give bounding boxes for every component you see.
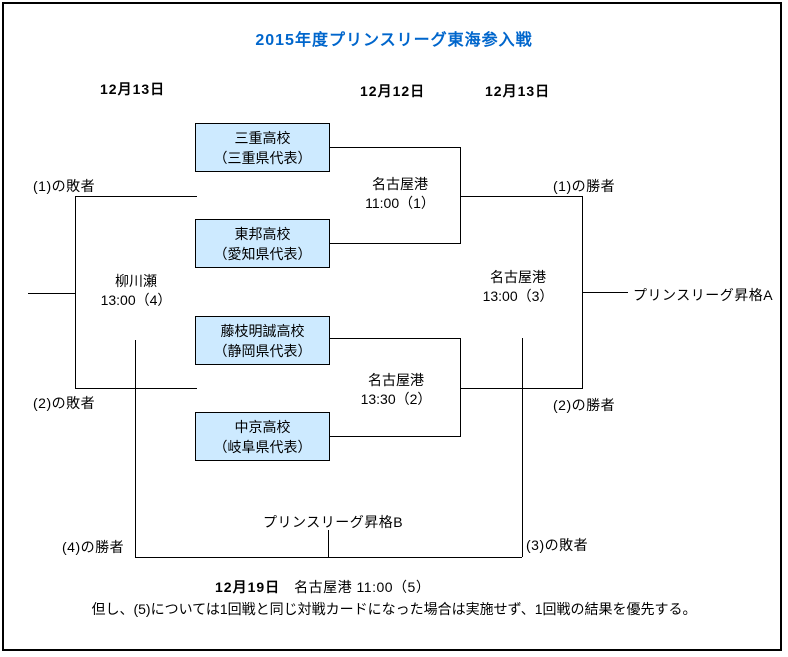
- promotion-a-connector: [582, 292, 628, 293]
- match3-time: 13:00（3）: [482, 288, 554, 304]
- team-box-chukyo: 中京高校 （岐阜県代表）: [195, 412, 330, 461]
- match4-time: 13:00（4）: [100, 292, 172, 308]
- match1-time: 11:00（1）: [365, 195, 435, 211]
- match5-schedule: 12月19日名古屋港 11:00（5）: [215, 577, 430, 597]
- team-prefecture: （三重県代表）: [213, 149, 312, 166]
- team-box-fujieda-meisei: 藤枝明誠高校 （静岡県代表）: [195, 316, 330, 365]
- label-loser-of-3: (3)の敗者: [526, 537, 589, 553]
- label-winner-of-4: (4)の勝者: [62, 539, 125, 555]
- match5-date: 12月19日: [215, 579, 281, 595]
- team-name: 東邦高校: [234, 225, 291, 242]
- footnote: 但し、(5)については1回戦と同じ対戦カードになった場合は実施せず、1回戦の結果…: [91, 601, 697, 617]
- label-promotion-a: プリンスリーグ昇格A: [633, 287, 774, 303]
- match3-label: 名古屋港 13:00（3）: [463, 268, 573, 306]
- team-prefecture: （静岡県代表）: [213, 342, 312, 359]
- label-loser-of-1: (1)の敗者: [33, 178, 96, 194]
- bracket-line: [460, 388, 582, 389]
- bracket-line: [75, 196, 197, 197]
- team-name: 三重高校: [234, 129, 291, 146]
- match3-venue: 名古屋港: [490, 269, 546, 285]
- match1-label: 名古屋港 11:00（1）: [345, 175, 455, 213]
- date-header-middle: 12月12日: [360, 83, 426, 99]
- bracket-line: [330, 338, 460, 339]
- match2-label: 名古屋港 13:30（2）: [341, 371, 451, 409]
- match2-venue: 名古屋港: [368, 372, 424, 388]
- winner4-drop-line: [135, 340, 136, 557]
- team-prefecture: （愛知県代表）: [213, 245, 312, 262]
- match4-label: 柳川瀬 13:00（4）: [81, 272, 191, 310]
- label-promotion-b: プリンスリーグ昇格B: [263, 514, 404, 530]
- bracket-line: [330, 243, 460, 244]
- match5-detail: 名古屋港 11:00（5）: [294, 579, 431, 595]
- bracket-line: [75, 196, 76, 389]
- bracket-line: [460, 196, 582, 197]
- promotion-b-tick: [328, 530, 329, 557]
- page-title: 2015年度プリンスリーグ東海参入戦: [255, 32, 533, 49]
- label-winner-of-2: (2)の勝者: [553, 397, 616, 413]
- bracket-line: [330, 436, 460, 437]
- team-box-toho: 東邦高校 （愛知県代表）: [195, 219, 330, 268]
- team-prefecture: （岐阜県代表）: [213, 438, 312, 455]
- match5-line-connector: [135, 557, 522, 558]
- match4-venue: 柳川瀬: [115, 273, 157, 289]
- match1-venue: 名古屋港: [372, 176, 428, 192]
- label-winner-of-1: (1)の勝者: [553, 178, 616, 194]
- match2-time: 13:30（2）: [360, 391, 432, 407]
- match4-output-line: [28, 293, 75, 294]
- team-box-mie: 三重高校 （三重県代表）: [195, 123, 330, 172]
- loser3-drop-line: [522, 338, 523, 557]
- bracket-line: [460, 147, 461, 244]
- bracket-line: [330, 147, 460, 148]
- team-name: 中京高校: [234, 418, 291, 435]
- bracket-line: [75, 388, 197, 389]
- label-loser-of-2: (2)の敗者: [33, 395, 96, 411]
- team-name: 藤枝明誠高校: [220, 322, 305, 339]
- date-header-right: 12月13日: [485, 83, 551, 99]
- diagram-frame: [2, 2, 782, 651]
- date-header-left: 12月13日: [100, 81, 166, 97]
- bracket-line: [460, 338, 461, 437]
